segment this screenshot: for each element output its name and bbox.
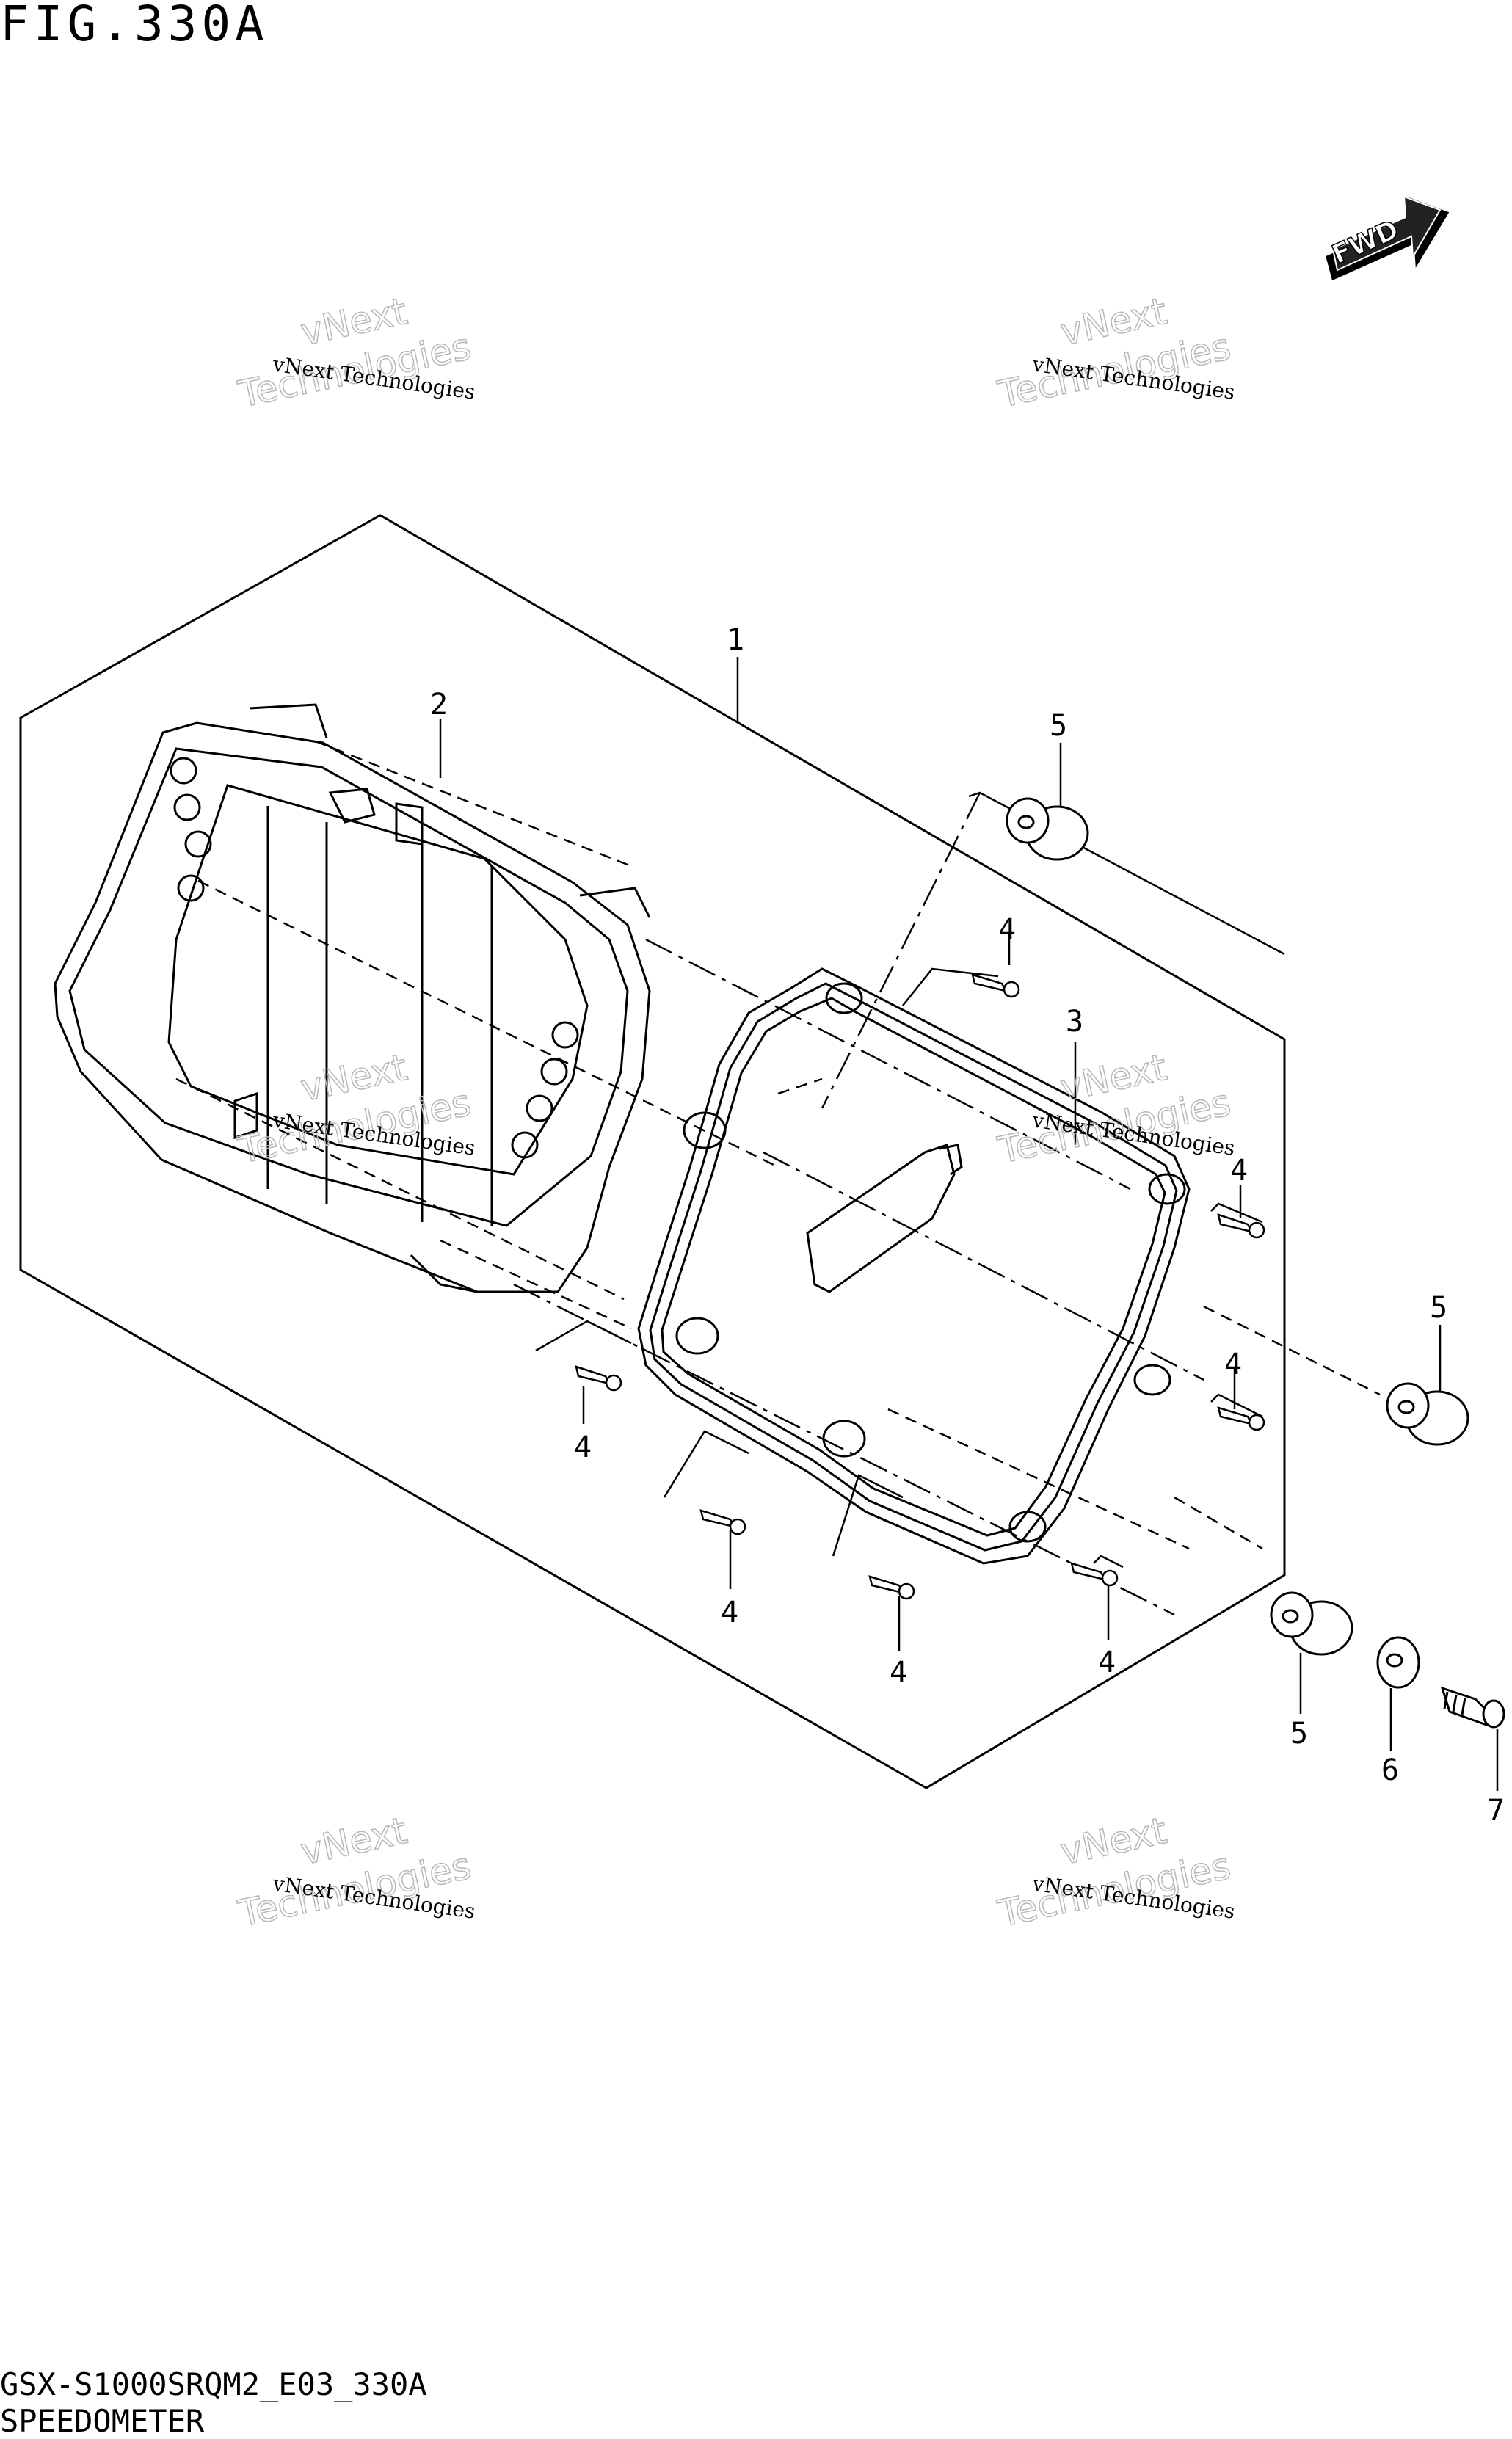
callout-5-a: 5 bbox=[1050, 709, 1067, 743]
callout-4-b: 4 bbox=[1230, 1154, 1248, 1188]
tapping-screw-1 bbox=[971, 973, 1020, 998]
watermark-top-left: vNext Technologies vNext Technologies bbox=[234, 289, 477, 416]
callout-numbers: 1 2 3 4 4 4 4 4 4 4 5 5 5 6 7 bbox=[430, 623, 1505, 1828]
callout-2: 2 bbox=[430, 688, 448, 721]
rubber-grommet-top bbox=[1006, 797, 1089, 861]
figure-title: FIG.330A bbox=[0, 0, 269, 52]
callout-3: 3 bbox=[1066, 1005, 1083, 1039]
callout-4-d: 4 bbox=[574, 1431, 592, 1464]
callout-4-g: 4 bbox=[1098, 1646, 1116, 1679]
watermark-top-right: vNext Technologies vNext Technologies bbox=[994, 289, 1237, 416]
callout-6: 6 bbox=[1381, 1753, 1399, 1787]
tapping-screw-3 bbox=[1217, 1406, 1265, 1431]
watermark-bottom-right: vNext Technologies vNext Technologies bbox=[994, 1809, 1237, 1935]
callout-4-e: 4 bbox=[721, 1596, 738, 1629]
rubber-grommet-bottom bbox=[1270, 1591, 1353, 1656]
callout-leaders bbox=[439, 657, 1499, 1791]
meter-housing bbox=[54, 703, 651, 1293]
callout-5-b: 5 bbox=[1430, 1291, 1447, 1325]
bolt bbox=[1440, 1686, 1505, 1729]
tapping-screw-7 bbox=[1070, 1562, 1119, 1587]
callout-1: 1 bbox=[727, 623, 744, 657]
meter-unit-gasket bbox=[637, 967, 1191, 1565]
assembly-outline bbox=[19, 514, 1286, 1789]
tapping-screw-4 bbox=[575, 1365, 622, 1392]
rubber-grommet-right bbox=[1386, 1382, 1469, 1446]
callout-4-a: 4 bbox=[998, 913, 1016, 947]
projection-lines bbox=[175, 740, 1381, 1550]
tapping-screw-6 bbox=[868, 1575, 915, 1600]
screw-leader-lines bbox=[535, 791, 1285, 1569]
watermark-middle-right: vNext Technologies vNext Technologies bbox=[994, 1045, 1237, 1172]
callout-4-f: 4 bbox=[890, 1656, 907, 1690]
tapping-screw-2 bbox=[1217, 1213, 1265, 1239]
callout-4-c: 4 bbox=[1224, 1348, 1242, 1381]
watermark-bottom-left: vNext Technologies vNext Technologies bbox=[234, 1809, 477, 1935]
washer bbox=[1376, 1636, 1420, 1689]
callout-7: 7 bbox=[1487, 1794, 1505, 1828]
figure-name: SPEEDOMETER bbox=[0, 2403, 205, 2439]
callout-5-c: 5 bbox=[1290, 1717, 1308, 1751]
figure-code: GSX-S1000SRQM2_E03_330A bbox=[0, 2366, 427, 2402]
tapping-screw-5 bbox=[699, 1509, 746, 1535]
forward-arrow-icon: FWD bbox=[1326, 195, 1450, 281]
